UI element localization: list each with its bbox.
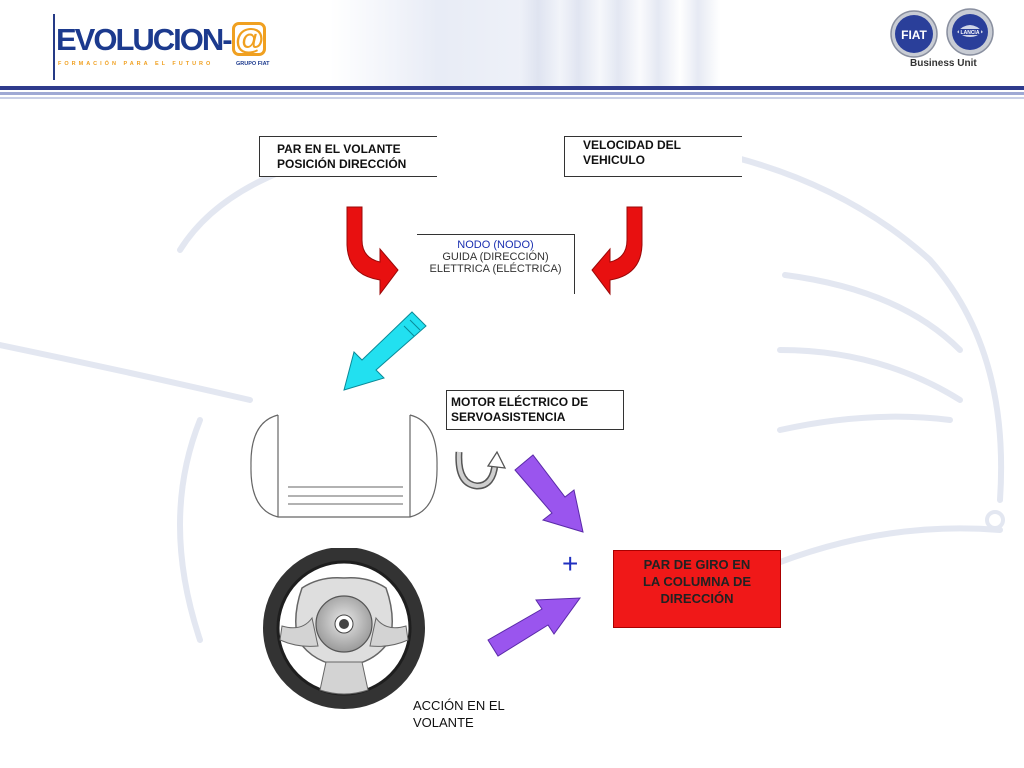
control-unit-line-1: NODO (NODO) [417, 239, 574, 251]
input-torque-line-2: POSICIÓN DIRECCIÓN [277, 157, 407, 171]
steering-caption-line-2: VOLANTE [413, 715, 474, 730]
motor-label-line-1: MOTOR ELÉCTRICO DE [451, 395, 589, 409]
evolucion-logo-at: @ [232, 22, 266, 56]
result-torque-box: PAR DE GIRO EN LA COLUMNA DE DIRECCIÓN [613, 550, 781, 628]
electric-motor-drawing [250, 414, 438, 518]
rotation-arrow-icon [455, 450, 507, 490]
lancia-logo-text: LANCIA [961, 30, 980, 36]
header-stripes [520, 0, 720, 86]
input-speed-label: VELOCIDAD DEL VEHICULO [583, 138, 681, 167]
steering-caption: ACCIÓN EN EL VOLANTE [413, 697, 505, 731]
header-rule [0, 86, 1024, 90]
slide-header: EVOLUCION- @ FORMACIÓN PARA EL FUTURO GR… [0, 0, 1024, 104]
control-unit-box: NODO (NODO) GUIDA (DIRECCIÓN) ELETTRICA … [417, 234, 575, 294]
fiat-logo: FIAT [890, 10, 938, 58]
evolucion-logo-text: EVOLUCION- [56, 22, 233, 57]
red-arrow-right [591, 206, 643, 296]
control-unit-line-1-text: NODO (NODO) [457, 239, 534, 251]
logo-divider [53, 14, 55, 80]
header-rule-light [0, 92, 1024, 95]
business-unit-label: Business Unit [910, 58, 977, 69]
steering-caption-line-1: ACCIÓN EN EL [413, 698, 505, 713]
input-speed-box: VELOCIDAD DEL VEHICULO [564, 136, 742, 177]
plus-sign: + [562, 548, 579, 579]
red-arrow-left [346, 206, 399, 296]
result-line-1: PAR DE GIRO EN [643, 557, 751, 572]
lancia-logo: LANCIA [946, 8, 994, 56]
evolucion-logo-grupo: GRUPO FIAT [236, 61, 270, 67]
purple-arrow-steering [487, 597, 582, 657]
control-unit-line-3: ELETTRICA (ELÉCTRICA) [429, 263, 562, 275]
steering-wheel-drawing [263, 548, 425, 709]
result-line-2: LA COLUMNA DE [642, 574, 752, 589]
motor-label-box: MOTOR ELÉCTRICO DE SERVOASISTENCIA [446, 390, 624, 430]
result-line-3: DIRECCIÓN [660, 591, 734, 606]
cyan-arrow [343, 311, 427, 391]
fiat-logo-text: FIAT [901, 28, 927, 42]
header-rule-faint [0, 97, 1024, 99]
motor-label-line-2: SERVOASISTENCIA [451, 410, 566, 424]
control-unit-line-2: GUIDA (DIRECCIÓN) [442, 251, 549, 263]
input-torque-line-1: PAR EN EL VOLANTE [277, 142, 401, 156]
input-torque-position-box: PAR EN EL VOLANTE POSICIÓN DIRECCIÓN [259, 136, 437, 177]
evolucion-logo-tagline: FORMACIÓN PARA EL FUTURO [58, 61, 214, 67]
purple-arrow-motor [514, 454, 584, 533]
